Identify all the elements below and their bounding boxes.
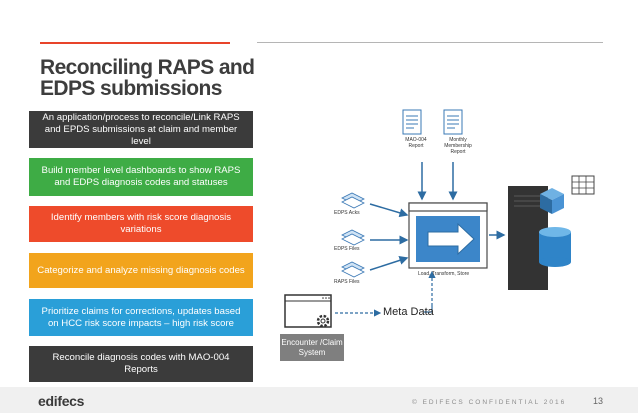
etl-label: Load, Transform, Store: [418, 271, 470, 277]
raps-files-icon: [341, 261, 365, 278]
title-accent-rule: [40, 42, 230, 44]
encounter-system-label: Encounter /Claim System: [280, 334, 344, 361]
monthly-report-label: Monthly Membership Report: [444, 137, 472, 155]
bullet-box: Identify members with risk score diagnos…: [29, 206, 253, 242]
monthly-report-icon: [443, 109, 463, 135]
footer-bar: [0, 387, 638, 413]
bullet-box: Reconcile diagnosis codes with MAO-004 R…: [29, 346, 253, 382]
page-number: 13: [593, 396, 604, 406]
mao-report-label: MAO-004 Report: [405, 137, 427, 149]
mao-report-icon: [402, 109, 422, 135]
header-divider: [257, 42, 603, 43]
bullet-box: Build member level dashboards to show RA…: [29, 158, 253, 196]
bullet-box: Prioritize claims for corrections, updat…: [29, 299, 253, 336]
etl-window-icon: [408, 202, 488, 269]
edps-files-icon: [341, 229, 365, 246]
edps-files-label: EDPS Files: [334, 246, 360, 252]
database-icon: [539, 227, 571, 267]
architecture-diagram: [284, 109, 595, 328]
bullet-box: An application/process to reconcile/Link…: [29, 111, 253, 148]
cube-icon: [540, 188, 564, 214]
edps-acks-icon: [341, 192, 365, 209]
table-grid-icon: [571, 175, 595, 195]
raps-files-label: RAPS Files: [334, 279, 360, 285]
encounter-system-icon: [284, 294, 332, 328]
edifecs-logo: edifecs: [38, 393, 85, 409]
edps-acks-label: EDPS Acks: [334, 210, 360, 216]
bullet-box: Categorize and analyze missing diagnosis…: [29, 253, 253, 288]
confidential-notice: © EDIFECS CONFIDENTIAL 2016: [412, 399, 567, 406]
meta-data-label: Meta Data: [383, 306, 434, 318]
slide-title: Reconciling RAPS and EDPS submissions: [40, 56, 255, 100]
